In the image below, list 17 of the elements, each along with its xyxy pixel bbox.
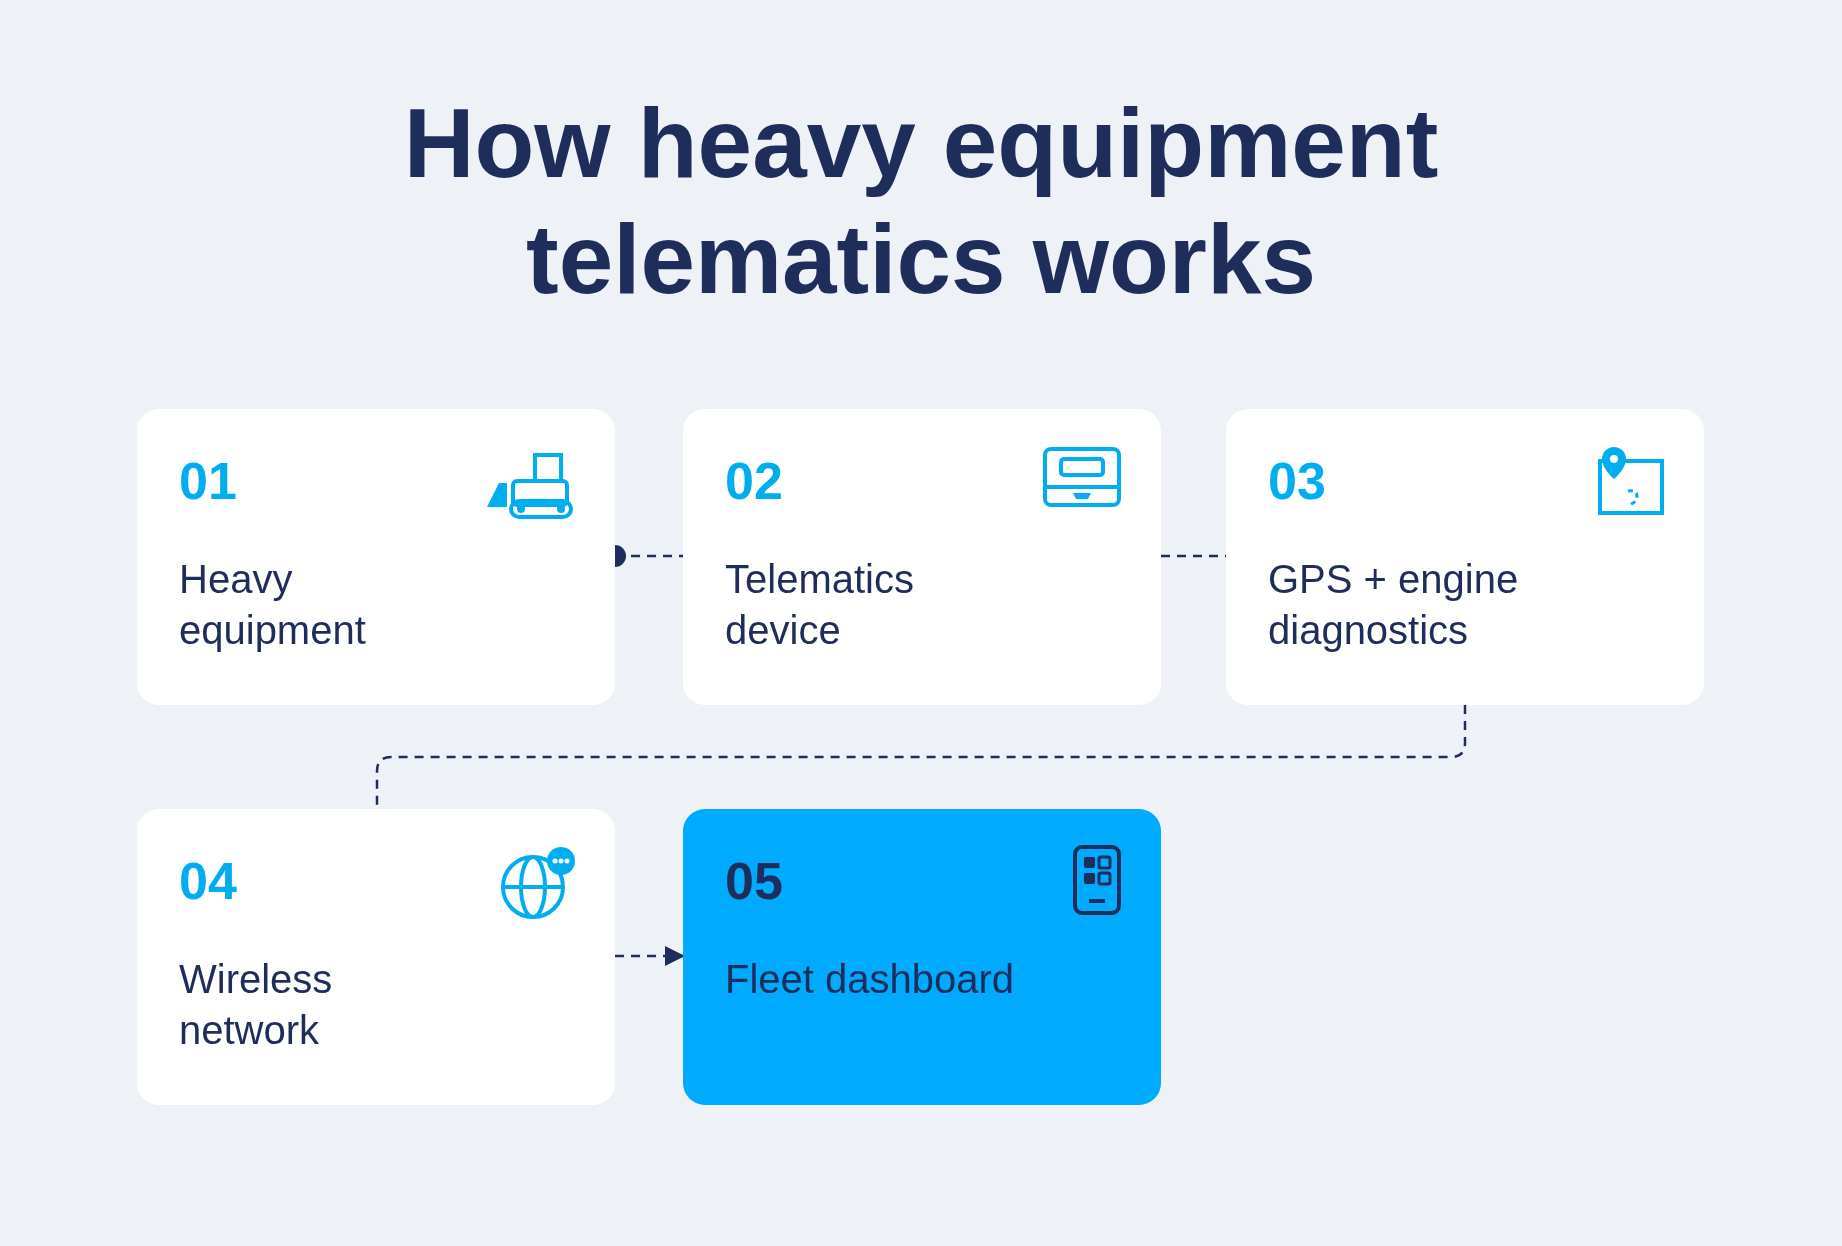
step-label: Telematics device (725, 556, 915, 654)
step-number: 04 (179, 851, 237, 911)
step-label: GPS + engine diagnostics (1268, 556, 1520, 654)
title: How heavy equipment telematics works (402, 87, 1440, 316)
step-card (683, 409, 1161, 705)
step-card (1226, 409, 1704, 705)
step-label: Heavy equipment (179, 556, 367, 654)
step-label: Wireless network (179, 956, 334, 1054)
step-number: 02 (725, 451, 783, 511)
step-number: 03 (1268, 451, 1326, 511)
step-card (683, 809, 1161, 1105)
step-card (137, 809, 615, 1105)
step-card (137, 409, 615, 705)
step-number: 05 (725, 851, 783, 911)
arrow (615, 946, 685, 966)
step-label: Fleet dashboard (725, 956, 1016, 1003)
step-number: 01 (179, 451, 237, 511)
